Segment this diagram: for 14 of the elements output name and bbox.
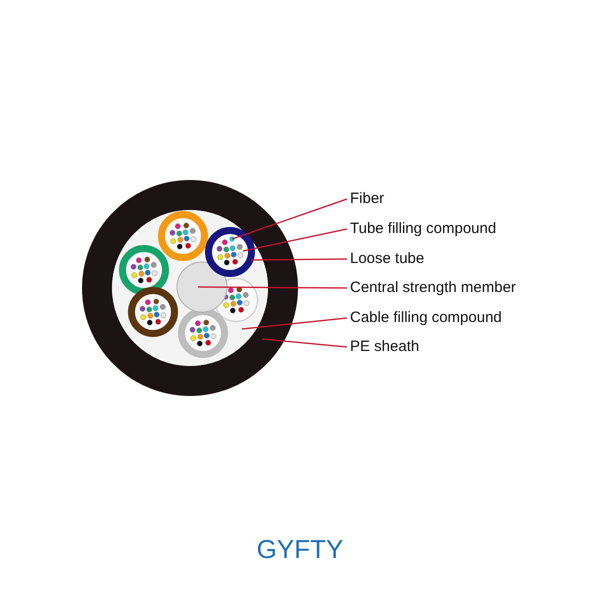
part-label: Loose tube	[350, 250, 424, 268]
leader-line	[232, 198, 348, 240]
loose-tube-ring	[205, 227, 255, 277]
part-label: Central strength member	[350, 279, 516, 297]
sheath-ring	[82, 180, 298, 396]
leader-line	[242, 228, 348, 252]
part-label: Cable filling compound	[350, 309, 502, 327]
leader-line	[242, 317, 348, 330]
leader-line	[262, 338, 348, 348]
leader-line	[251, 258, 347, 261]
part-label: Fiber	[350, 190, 384, 208]
part-label: PE sheath	[350, 338, 420, 356]
cable-type-caption: GYFTY	[256, 534, 344, 564]
part-label: Tube filling compound	[350, 220, 496, 238]
